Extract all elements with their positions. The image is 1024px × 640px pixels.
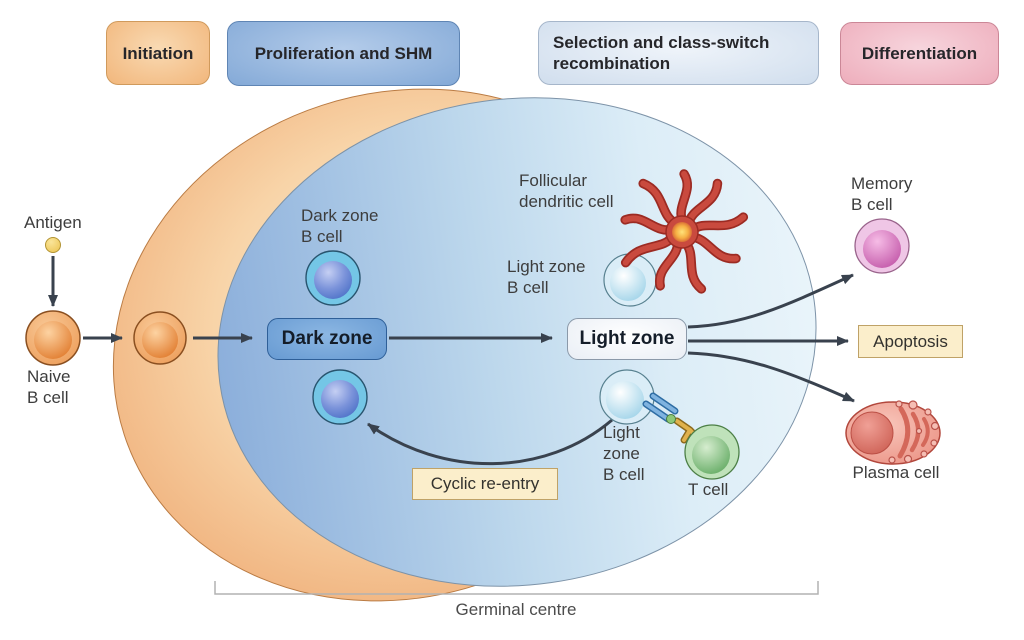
dark-zone-b-cell-label: Dark zone B cell [301,206,379,246]
peptide-dot [666,414,676,424]
follicular-dendritic-cell-label: Follicular dendritic cell [519,171,614,211]
stage-box-proliferation: Proliferation and SHM [227,21,460,86]
stage-box-selection: Selection and class-switch recombination [538,21,819,85]
cyclic-reentry-box: Cyclic re-entry [412,468,558,500]
stage-box-initiation: Initiation [106,21,210,85]
naive-b-cell-label: Naive B cell [27,367,71,407]
follicular-dendritic-cell-shape [620,169,749,294]
entering-b-cell-circle [133,311,187,365]
arrow-light-to-plasma [687,351,855,403]
germinal-centre-label: Germinal centre [455,600,577,619]
light-zone-b-cell-upper-circle [603,253,657,307]
light-zone-b-cell-upper-label: Light zone B cell [507,257,586,297]
plasma-cell-shape [845,400,941,465]
plasma-cell-label: Plasma cell [852,463,940,482]
stage-box-differentiation: Differentiation [840,22,999,85]
bcr-receptor [642,392,679,423]
antigen-label: Antigen [24,213,82,232]
apoptosis-box: Apoptosis [858,325,963,358]
light-zone-b-cell-lower-circle [599,369,655,425]
antigen-dot [45,237,61,253]
germinal-centre-bracket [214,581,819,595]
t-cell-circle [684,424,740,480]
arrow-light-to-memory [687,273,854,329]
arrow-cyclic-reentry [367,418,613,466]
naive-b-cell-circle [25,310,81,366]
light-zone-box: Light zone [567,318,687,360]
t-cell-label: T cell [688,480,729,499]
dark-zone-b-cell-top-circle [305,250,361,306]
memory-b-cell-label: Memory B cell [851,174,913,214]
memory-b-cell-circle [854,218,910,274]
light-zone-b-cell-lower-label: Light zone B cell [603,423,645,484]
dark-zone-box: Dark zone [267,318,387,360]
dark-zone-b-cell-bottom-circle [312,369,368,425]
